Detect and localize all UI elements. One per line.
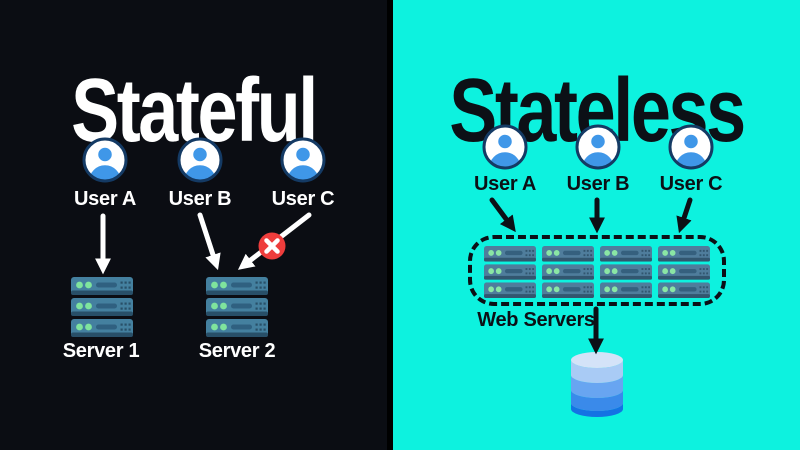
- user-avatar-icon: [176, 136, 224, 184]
- server-rack-icon: [206, 277, 268, 337]
- user-avatar-icon: [279, 136, 327, 184]
- server-label: Server 1: [62, 340, 140, 362]
- server-rack-icon: [600, 246, 652, 298]
- user-label: User C: [271, 188, 335, 210]
- stateful-panel: Stateful User A User B User C Server 1 S…: [0, 0, 387, 450]
- web-servers-label: Web Servers: [477, 309, 595, 331]
- user-label: User B: [168, 188, 232, 210]
- user-label: User A: [74, 188, 136, 210]
- user-avatar-icon: [667, 123, 715, 171]
- server-rack-icon: [71, 277, 133, 337]
- server-label: Server 2: [198, 340, 276, 362]
- panel-divider: [387, 0, 393, 450]
- stateless-panel: Stateless User A User B User C Web Serve…: [393, 0, 800, 450]
- web-server-cluster-box: [468, 235, 726, 306]
- user-avatar-icon: [481, 123, 529, 171]
- user-avatar-icon: [574, 123, 622, 171]
- database-icon: [571, 352, 623, 417]
- user-label: User C: [659, 173, 723, 195]
- server-rack-icon: [658, 246, 710, 298]
- user-label: User B: [566, 173, 630, 195]
- user-avatar-icon: [81, 136, 129, 184]
- server-rack-icon: [542, 246, 594, 298]
- server-rack-icon: [484, 246, 536, 298]
- user-label: User A: [474, 173, 536, 195]
